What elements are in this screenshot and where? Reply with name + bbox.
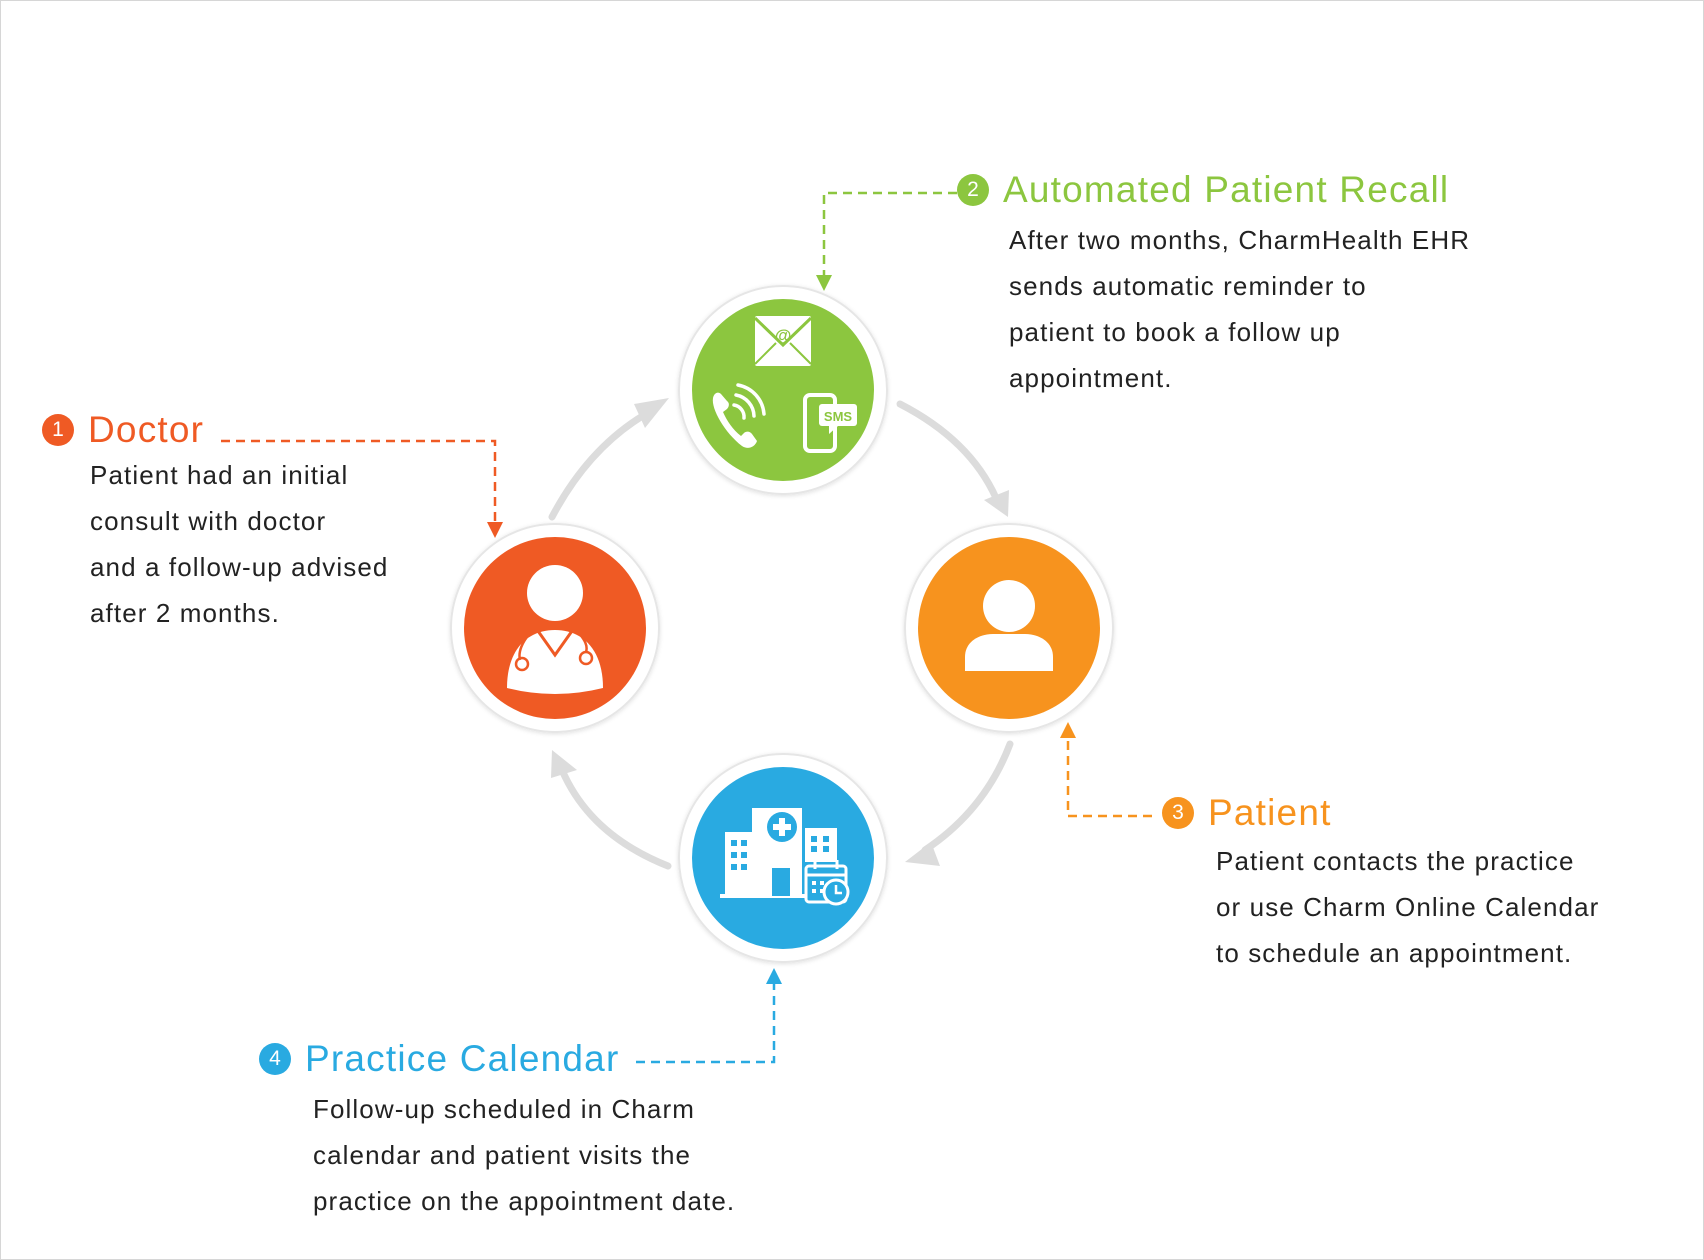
description-line: calendar and patient visits the — [313, 1140, 692, 1170]
step-number-badge: 2 — [957, 174, 989, 206]
step-patient: 3 Patient Patient contacts the practice … — [1162, 792, 1599, 976]
step-title: Automated Patient Recall — [1003, 169, 1450, 210]
description-line: Patient contacts the practice — [1216, 846, 1575, 876]
step-patient-header: 3 Patient — [1162, 792, 1599, 834]
step-description: Patient had an initial consult with doct… — [90, 452, 388, 636]
cycle-arrowhead-2 — [984, 490, 1009, 517]
cycle-arrow-doctor-to-recall — [548, 407, 655, 521]
step-number-badge: 1 — [42, 414, 74, 446]
description-line: and a follow-up advised — [90, 552, 389, 582]
hospital-icon — [720, 808, 837, 898]
step-recall-header: 2 Automated Patient Recall — [957, 169, 1470, 211]
node-patient — [904, 523, 1114, 733]
step-title: Doctor — [88, 409, 205, 450]
description-line: consult with doctor — [90, 506, 327, 536]
sms-label: SMS — [824, 409, 853, 424]
description-line: after 2 months. — [90, 598, 280, 628]
step-calendar: 4 Practice Calendar Follow-up scheduled … — [259, 1038, 735, 1224]
node-doctor — [450, 523, 660, 733]
step-doctor-header: 1 Doctor — [42, 409, 388, 451]
cycle-arrowhead-3 — [905, 842, 940, 866]
description-line: After two months, CharmHealth EHR — [1009, 225, 1471, 255]
envelope-icon: @ — [753, 316, 813, 366]
cycle-arrowheads — [551, 398, 1009, 866]
description-line: Patient had an initial — [90, 460, 349, 490]
patient-icon — [965, 580, 1053, 671]
step-description: Follow-up scheduled in Charm calendar an… — [313, 1086, 735, 1224]
connector-calendar — [636, 968, 782, 1064]
cycle-arrowhead-1 — [634, 398, 669, 428]
description-line: Follow-up scheduled in Charm — [313, 1094, 695, 1124]
node-recall: @ SMS — [678, 285, 888, 495]
email-at-symbol: @ — [775, 326, 792, 345]
step-title: Practice Calendar — [305, 1038, 620, 1079]
step-number-badge: 3 — [1162, 797, 1194, 829]
step-description: After two months, CharmHealth EHR sends … — [1009, 217, 1470, 401]
step-description: Patient contacts the practice or use Cha… — [1216, 838, 1599, 976]
description-line: or use Charm Online Calendar — [1216, 892, 1600, 922]
node-calendar — [678, 753, 888, 963]
sms-phone-icon: SMS — [803, 393, 857, 453]
description-line: appointment. — [1009, 363, 1173, 393]
description-line: sends automatic reminder to — [1009, 271, 1367, 301]
connector-recall — [816, 191, 957, 291]
description-line: practice on the appointment date. — [313, 1186, 736, 1216]
calendar-clock-icon — [804, 860, 850, 906]
cycle-arrows — [548, 400, 1014, 870]
connector-patient — [1060, 722, 1152, 818]
cycle-arrow-patient-to-calendar — [921, 740, 1014, 854]
cycle-arrow-recall-to-patient — [896, 400, 1000, 502]
step-number-badge: 4 — [259, 1043, 291, 1075]
step-title: Patient — [1208, 792, 1332, 833]
step-recall: 2 Automated Patient Recall After two mon… — [957, 169, 1470, 401]
description-line: to schedule an appointment. — [1216, 938, 1573, 968]
cycle-arrow-calendar-to-doctor — [558, 766, 672, 870]
phone-call-icon — [712, 383, 766, 448]
step-doctor: 1 Doctor Patient had an initial consult … — [42, 409, 388, 636]
connector-doctor — [221, 439, 503, 538]
step-calendar-header: 4 Practice Calendar — [259, 1038, 735, 1080]
doctor-icon — [507, 565, 603, 694]
cycle-arrowhead-4 — [551, 750, 577, 778]
description-line: patient to book a follow up — [1009, 317, 1341, 347]
